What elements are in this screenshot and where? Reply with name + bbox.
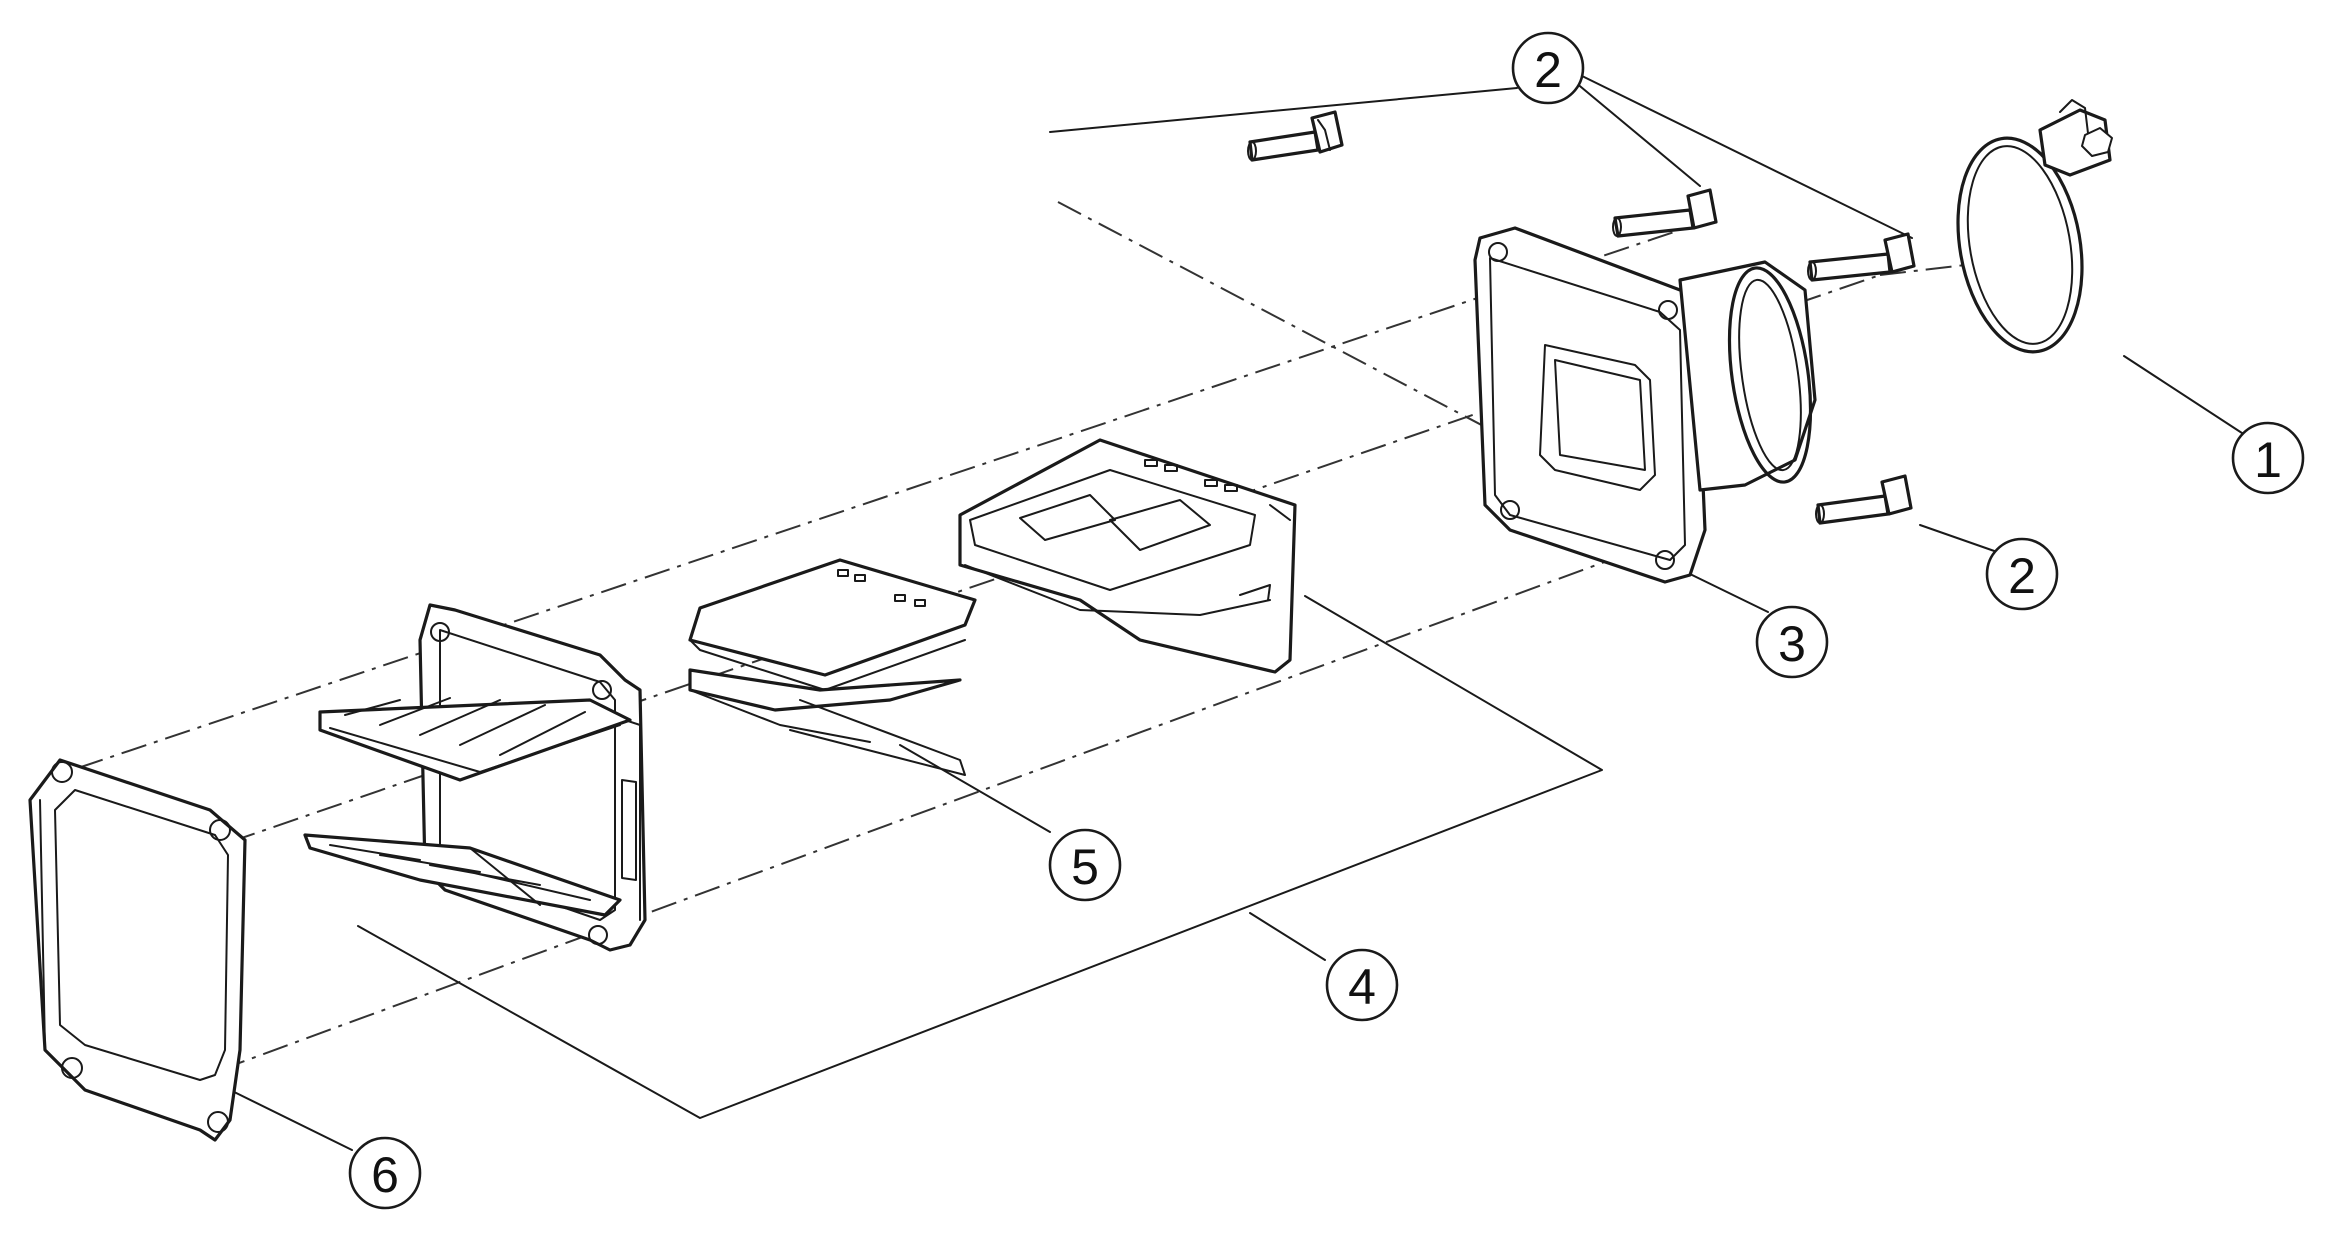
bolt-4: [1815, 474, 1913, 525]
callout-5: 5: [1048, 828, 1122, 902]
part-1-hose-clamp: [1956, 99, 2113, 354]
callout-1-label: 1: [2254, 432, 2282, 488]
callout-3-label: 3: [1778, 616, 1806, 672]
leader-lines: [219, 74, 2246, 1151]
callout-4-label: 4: [1348, 959, 1376, 1015]
callout-1: 1: [2231, 421, 2305, 495]
part-6-gasket: [28, 758, 247, 1142]
callout-2-right: 2: [1985, 537, 2059, 611]
callout-5-label: 5: [1071, 839, 1099, 895]
bolt-3: [1807, 232, 1916, 282]
part-2-bolts: [1247, 110, 1916, 525]
callout-3: 3: [1755, 605, 1829, 679]
part-5-reed-petals: [688, 558, 977, 776]
part-3-intake-manifold: [1473, 226, 1817, 584]
callout-2-top: 2: [1511, 31, 1585, 105]
callout-2-top-label: 2: [1534, 42, 1562, 98]
callout-4: 4: [1325, 948, 1399, 1022]
part-4-reed-cage-left: [303, 603, 647, 952]
bolt-1: [1247, 110, 1344, 162]
callout-2-right-label: 2: [2008, 548, 2036, 604]
bolt-2: [1612, 188, 1718, 238]
callout-6: 6: [348, 1136, 422, 1210]
part-4-reed-cage-right: [958, 438, 1297, 674]
callout-6-label: 6: [371, 1147, 399, 1203]
